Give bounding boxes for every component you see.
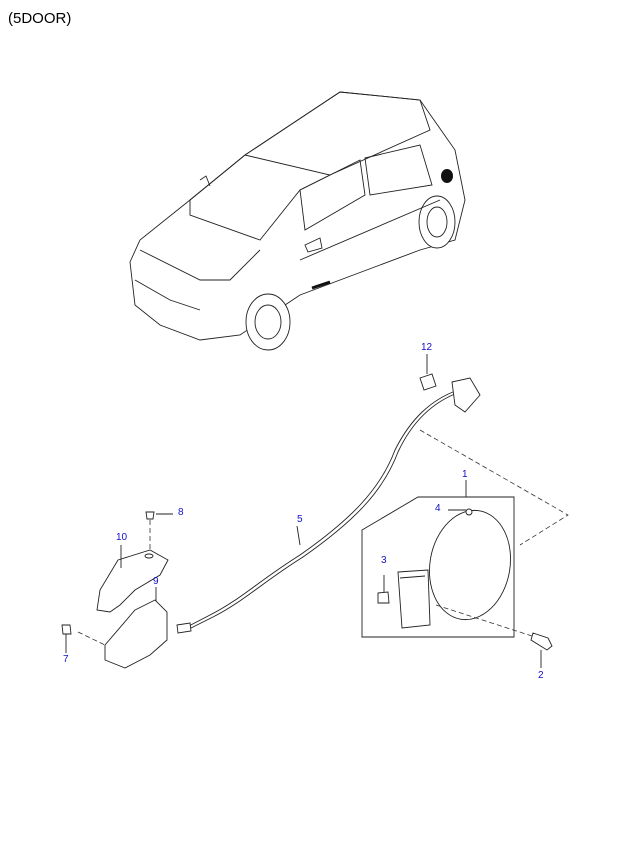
diagram-title: (5DOOR)	[8, 10, 72, 27]
release-cable	[176, 377, 481, 634]
callout-5: 5	[297, 514, 303, 525]
callout-9: 9	[153, 576, 159, 587]
callout-1: 1	[462, 469, 468, 480]
car-illustration	[129, 91, 466, 351]
callout-2: 2	[538, 670, 544, 681]
cable-clip	[419, 354, 437, 391]
callout-7: 7	[63, 654, 69, 665]
callout-12: 12	[421, 342, 433, 353]
callout-8: 8	[178, 507, 184, 518]
callout-3: 3	[381, 555, 387, 566]
fuel-door-assembly	[361, 429, 569, 638]
opener-lever-assembly	[61, 511, 173, 669]
callout-10: 10	[116, 532, 128, 543]
callout-4: 4	[435, 503, 441, 514]
bolt	[530, 632, 553, 668]
